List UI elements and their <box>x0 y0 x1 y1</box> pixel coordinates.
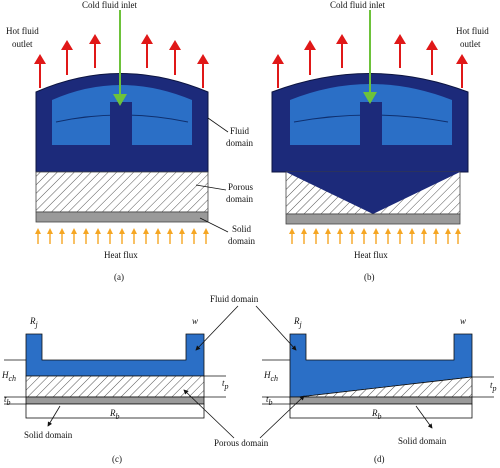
panel-a-porous-label-2: domain <box>226 194 253 204</box>
panel-b: Cold fluid inlet Hot fluid outlet Heat f… <box>271 0 489 282</box>
panel-c-fluid <box>25 333 205 377</box>
panel-d-solid <box>289 396 473 405</box>
panel-a-caption: (a) <box>114 272 124 282</box>
panel-a: Cold fluid inlet Hot fluid outlet Fluid … <box>6 0 255 282</box>
panel-d-rj-label: Rj <box>293 316 303 329</box>
panel-b-hot-outlet-label-2: outlet <box>460 39 481 49</box>
panel-d-caption: (d) <box>374 454 385 464</box>
panel-c: Rj w Hch tp tb Rb Solid domain (c) <box>1 316 229 464</box>
panel-d-solid-domain-label: Solid domain <box>398 436 447 446</box>
panel-a-cold-inlet-label: Cold fluid inlet <box>82 0 137 10</box>
panel-a-hot-outlet-label-2: outlet <box>12 39 33 49</box>
panel-b-caption: (b) <box>364 272 375 282</box>
panel-b-heat-flux-label: Heat flux <box>354 250 388 260</box>
panel-b-cold-inlet-label: Cold fluid inlet <box>330 0 385 10</box>
panel-a-porous-layer <box>35 171 209 213</box>
panel-a-solid-label-1: Solid <box>232 224 252 234</box>
porous-domain-label: Porous domain <box>214 438 269 448</box>
shared-labels: Fluid domain Porous domain <box>183 294 305 448</box>
panel-d-tb-label: tb <box>266 394 273 407</box>
panel-a-heat-flux-label: Heat flux <box>104 250 138 260</box>
panel-c-rj-label: Rj <box>29 316 39 329</box>
panel-c-hch-label: Hch <box>1 370 16 383</box>
panel-b-solid-base <box>285 213 461 225</box>
panel-a-hot-outlet-label-1: Hot fluid <box>6 26 39 36</box>
panel-b-hot-outlet-label-1: Hot fluid <box>456 26 489 36</box>
panel-a-outlet-arrows <box>34 34 209 88</box>
panel-c-porous <box>25 375 205 398</box>
panel-d: Rj w Hch tp tb Rb Solid domain (d) <box>262 316 497 464</box>
panel-c-tb-label: tb <box>4 394 11 407</box>
panel-c-caption: (c) <box>112 454 122 464</box>
panel-a-porous-label-1: Porous <box>228 182 254 192</box>
panel-a-solid-label-2: domain <box>228 236 255 246</box>
fluid-domain-label: Fluid domain <box>210 294 259 304</box>
panel-d-w-label: w <box>460 316 466 326</box>
panel-c-w-label: w <box>192 316 198 326</box>
panel-a-solid-base <box>35 211 209 223</box>
panel-d-hch-label: Hch <box>263 370 278 383</box>
panel-c-tp-label: tp <box>222 378 229 391</box>
panel-a-fluid-label-2: domain <box>226 138 253 148</box>
panel-d-rb-label: Rb <box>371 408 382 421</box>
panel-c-solid <box>25 396 205 405</box>
panel-c-base-outline <box>25 403 205 419</box>
panel-b-outlet-arrows <box>272 34 468 88</box>
panel-a-inlet-pipe <box>110 102 132 145</box>
panel-a-fluid-label-1: Fluid <box>230 126 250 136</box>
panel-d-base-outline <box>289 403 473 419</box>
panel-b-porous-cone <box>286 172 460 214</box>
panel-c-rb-label: Rb <box>109 408 120 421</box>
panel-d-tp-label: tp <box>490 380 497 393</box>
panel-c-solid-domain-label: Solid domain <box>24 430 73 440</box>
